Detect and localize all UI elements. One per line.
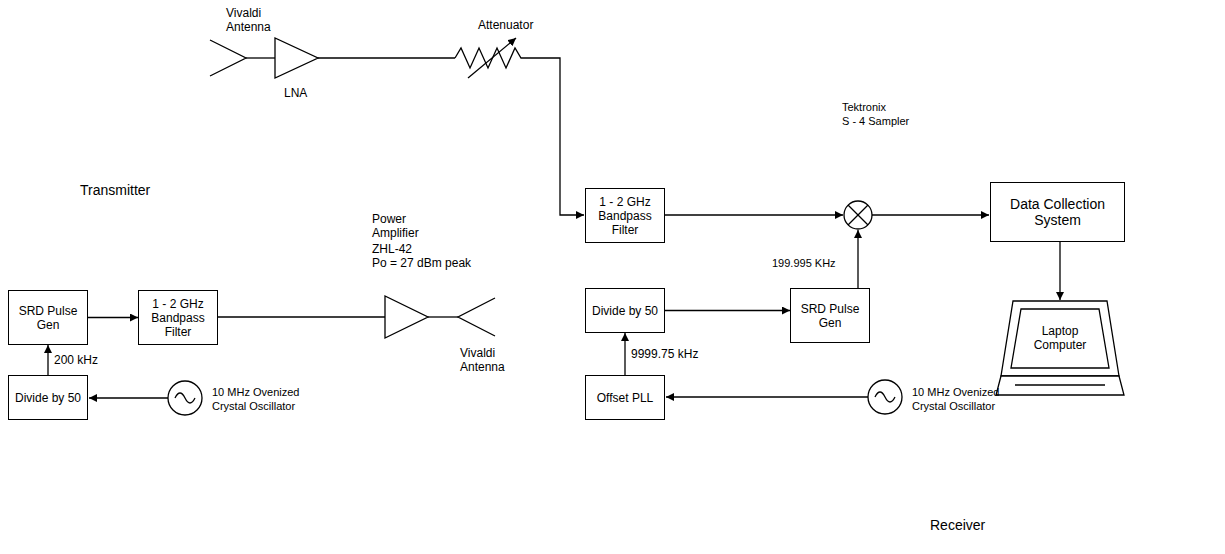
oscillator-symbol [868, 380, 902, 414]
box-label: Divide by 50 [15, 391, 81, 405]
process-box: 1 - 2 GHz Bandpass Filter [585, 188, 665, 243]
attenuator-arrow [468, 38, 516, 78]
signal-connector [665, 310, 790, 311]
annotation-label: Power Amplifier [372, 212, 430, 240]
process-box: SRD Pulse Gen [790, 288, 870, 343]
annotation-label: 10 MHz Ovenized Crystal Oscillator [912, 385, 1012, 413]
process-box: Divide by 50 [585, 288, 665, 333]
signal-connector [624, 333, 625, 375]
signal-connector [47, 345, 48, 375]
laptop-icon: Laptop Computer [995, 300, 1125, 396]
process-box: Divide by 50 [8, 375, 88, 420]
laptop-keyboard [1015, 384, 1105, 385]
signal-connector [88, 317, 138, 318]
mixer-cross [848, 205, 868, 225]
mixer-symbol [844, 201, 872, 229]
annotation-label: 10 MHz Ovenized Crystal Oscillator [212, 385, 312, 413]
attenuator-symbol [455, 48, 525, 68]
process-box: Data Collection System [990, 182, 1125, 242]
box-label: Divide by 50 [592, 304, 658, 318]
rf-wire [218, 316, 385, 317]
laptop-lid [1001, 301, 1119, 376]
power-amplifier-symbol [385, 296, 428, 338]
annotation-label: Tektronix [842, 100, 886, 114]
frequency-label: 200 kHz [53, 353, 99, 367]
antenna-symbol [210, 40, 246, 76]
strobe-wire [857, 230, 858, 288]
annotation-label: S - 4 Sampler [842, 114, 909, 128]
annotation-label: Vivaldi Antenna [226, 6, 278, 34]
annotation-label: Vivaldi Antenna [460, 346, 512, 374]
box-label: SRD Pulse Gen [800, 302, 860, 330]
mixer-cross [848, 205, 868, 225]
signal-connector [1059, 242, 1060, 300]
process-box: SRD Pulse Gen [8, 290, 88, 345]
clock-wire [666, 396, 868, 397]
process-box: Offset PLL [585, 375, 665, 420]
rf-wire [428, 316, 458, 317]
annotation-label: Attenuator [478, 18, 533, 32]
box-label: SRD Pulse Gen [18, 304, 78, 332]
antenna-symbol [458, 298, 495, 336]
laptop-screen [1011, 309, 1109, 368]
annotation-label: 199.995 KHz [772, 256, 836, 270]
annotation-label: Receiver [930, 518, 985, 532]
rf-wire [246, 57, 275, 58]
oscillator-symbol [168, 381, 202, 415]
box-label: 1 - 2 GHz Bandpass Filter [147, 297, 209, 339]
process-box: 1 - 2 GHz Bandpass Filter [138, 290, 218, 345]
annotation-label: Transmitter [80, 183, 150, 197]
laptop-base [996, 376, 1124, 395]
sine-symbol [875, 392, 895, 402]
box-label: 1 - 2 GHz Bandpass Filter [594, 195, 656, 237]
annotation-label: LNA [284, 86, 307, 100]
sine-symbol [175, 393, 195, 403]
rf-wire [318, 57, 455, 58]
box-label: Data Collection System [1000, 196, 1115, 228]
clock-wire [89, 397, 168, 398]
annotation-label: ZHL-42 [372, 242, 412, 256]
device-label: Laptop Computer [1018, 324, 1102, 352]
frequency-label: 9999.75 kHz [630, 347, 699, 361]
if-wire [872, 214, 989, 215]
lna-symbol [275, 38, 318, 78]
box-label: Offset PLL [597, 391, 653, 405]
rf-wire [525, 58, 584, 215]
rf-wire [665, 214, 843, 215]
annotation-label: Po = 27 dBm peak [372, 256, 471, 270]
